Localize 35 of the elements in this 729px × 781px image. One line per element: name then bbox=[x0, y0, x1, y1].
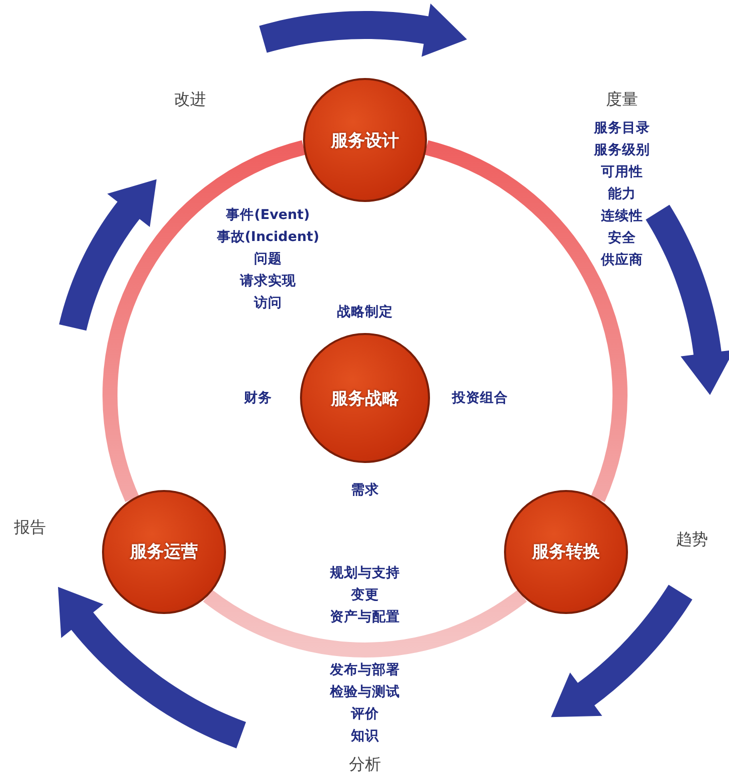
category-label: 度量 bbox=[606, 90, 638, 110]
list-item: 事件(Event) bbox=[226, 206, 310, 224]
node-label: 服务转换 bbox=[532, 541, 600, 564]
node-label: 服务运营 bbox=[130, 541, 198, 564]
list-item: 检验与测试 bbox=[330, 683, 400, 701]
list-item: 评价 bbox=[351, 705, 379, 723]
list-item: 发布与部署 bbox=[330, 661, 400, 679]
list-item: 知识 bbox=[351, 727, 379, 745]
ring-arc bbox=[204, 590, 526, 658]
list-item: 财务 bbox=[244, 389, 272, 407]
list-item: 安全 bbox=[608, 229, 636, 247]
category-label: 报告 bbox=[14, 518, 46, 538]
list-item: 变更 bbox=[351, 586, 379, 604]
node-label: 服务战略 bbox=[331, 388, 399, 410]
list-item: 事故(Incident) bbox=[216, 228, 320, 246]
list-item: 问题 bbox=[254, 250, 282, 268]
list-item: 访问 bbox=[254, 294, 282, 312]
list-item: 需求 bbox=[351, 481, 379, 499]
list-item: 供应商 bbox=[601, 251, 643, 269]
list-item: 资产与配置 bbox=[330, 608, 400, 626]
list-item: 服务目录 bbox=[594, 119, 650, 137]
category-label: 趋势 bbox=[676, 530, 708, 550]
node-label: 服务设计 bbox=[331, 130, 399, 152]
list-item: 请求实现 bbox=[240, 272, 296, 290]
category-label: 改进 bbox=[174, 90, 206, 110]
list-item: 服务级别 bbox=[594, 141, 650, 159]
category-label: 分析 bbox=[349, 754, 381, 776]
list-item: 可用性 bbox=[601, 163, 643, 181]
ring-arc bbox=[424, 140, 628, 502]
list-item: 投资组合 bbox=[452, 389, 508, 407]
list-item: 战略制定 bbox=[337, 303, 393, 321]
list-item: 规划与支持 bbox=[330, 564, 400, 582]
list-item: 连续性 bbox=[601, 207, 643, 225]
ring-arc bbox=[102, 140, 306, 502]
list-item: 能力 bbox=[608, 185, 636, 203]
